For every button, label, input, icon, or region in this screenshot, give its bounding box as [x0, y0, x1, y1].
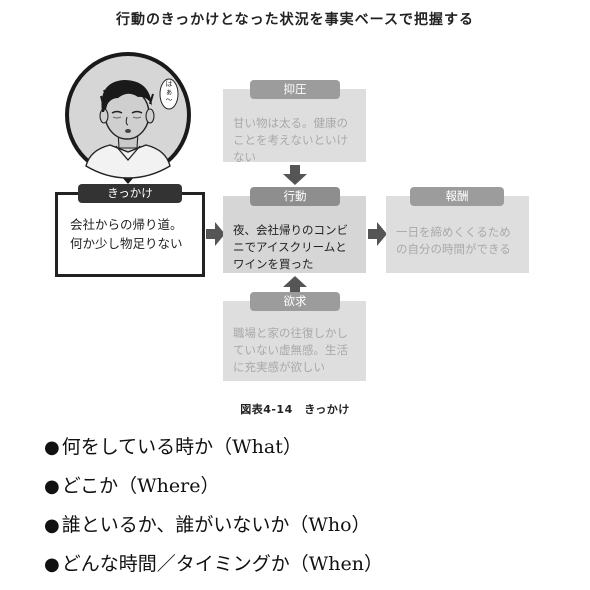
reward-text: 一日を締めくくるための自分の時間ができる	[396, 225, 511, 256]
trigger-box: 会社からの帰り道。何か少し物足りない	[55, 192, 205, 277]
bullet-text: 何をしている時か（What）	[61, 436, 302, 458]
arrow-trigger-to-action	[206, 222, 225, 246]
speech-text: はぁ～	[165, 80, 173, 104]
bullet-item: ●どんな時間／タイミングか（When）	[44, 545, 564, 584]
figure-caption: 図表4-14 きっかけ	[240, 403, 350, 416]
action-text: 夜、会社帰りのコンビニでアイスクリームとワインを買った	[233, 223, 348, 271]
desire-box: 職場と家の往復しかしていない虚無感。生活に充実感が欲しい	[223, 301, 366, 381]
desire-label: 欲求	[250, 292, 340, 311]
hair	[101, 80, 152, 112]
man-illustration	[85, 80, 171, 179]
action-label: 行動	[250, 187, 340, 206]
suppression-text: 甘い物は太る。健康のことを考えないといけない	[233, 116, 348, 164]
bullet-icon: ●	[44, 554, 60, 575]
page-title: 行動のきっかけとなった状況を事実ベースで把握する	[116, 12, 474, 28]
speech-bubble	[159, 78, 179, 110]
reward-label: 報酬	[410, 187, 504, 206]
bullet-list: ●何をしている時か（What） ●どこか（Where） ●誰といるか、誰がいない…	[44, 428, 564, 584]
suppression-label: 抑圧	[250, 80, 340, 99]
arrow-action-to-reward	[368, 222, 387, 246]
bullet-icon: ●	[44, 437, 60, 458]
bullet-text: どこか（Where）	[61, 475, 220, 497]
reward-box: 一日を締めくくるための自分の時間ができる	[386, 196, 529, 273]
shirt	[85, 144, 171, 179]
trigger-label: きっかけ	[78, 184, 182, 203]
diagram-graphics	[65, 52, 387, 293]
bullet-icon: ●	[44, 476, 60, 497]
bullet-item: ●どこか（Where）	[44, 467, 564, 506]
arrow-desire-to-action	[283, 276, 307, 293]
bullet-text: 誰といるか、誰がいないか（Who）	[61, 514, 371, 536]
desire-text: 職場と家の往復しかしていない虚無感。生活に充実感が欲しい	[233, 326, 348, 374]
bullet-item: ●誰といるか、誰がいないか（Who）	[44, 506, 564, 545]
bullet-text: どんな時間／タイミングか（When）	[61, 553, 383, 575]
suppression-box: 甘い物は太る。健康のことを考えないといけない	[223, 89, 366, 164]
action-box: 夜、会社帰りのコンビニでアイスクリームとワインを買った	[223, 196, 366, 273]
trigger-text: 会社からの帰り道。何か少し物足りない	[70, 217, 183, 251]
bullet-icon: ●	[44, 515, 60, 536]
bullet-item: ●何をしている時か（What）	[44, 428, 564, 467]
arrow-suppression-to-action	[283, 165, 307, 185]
